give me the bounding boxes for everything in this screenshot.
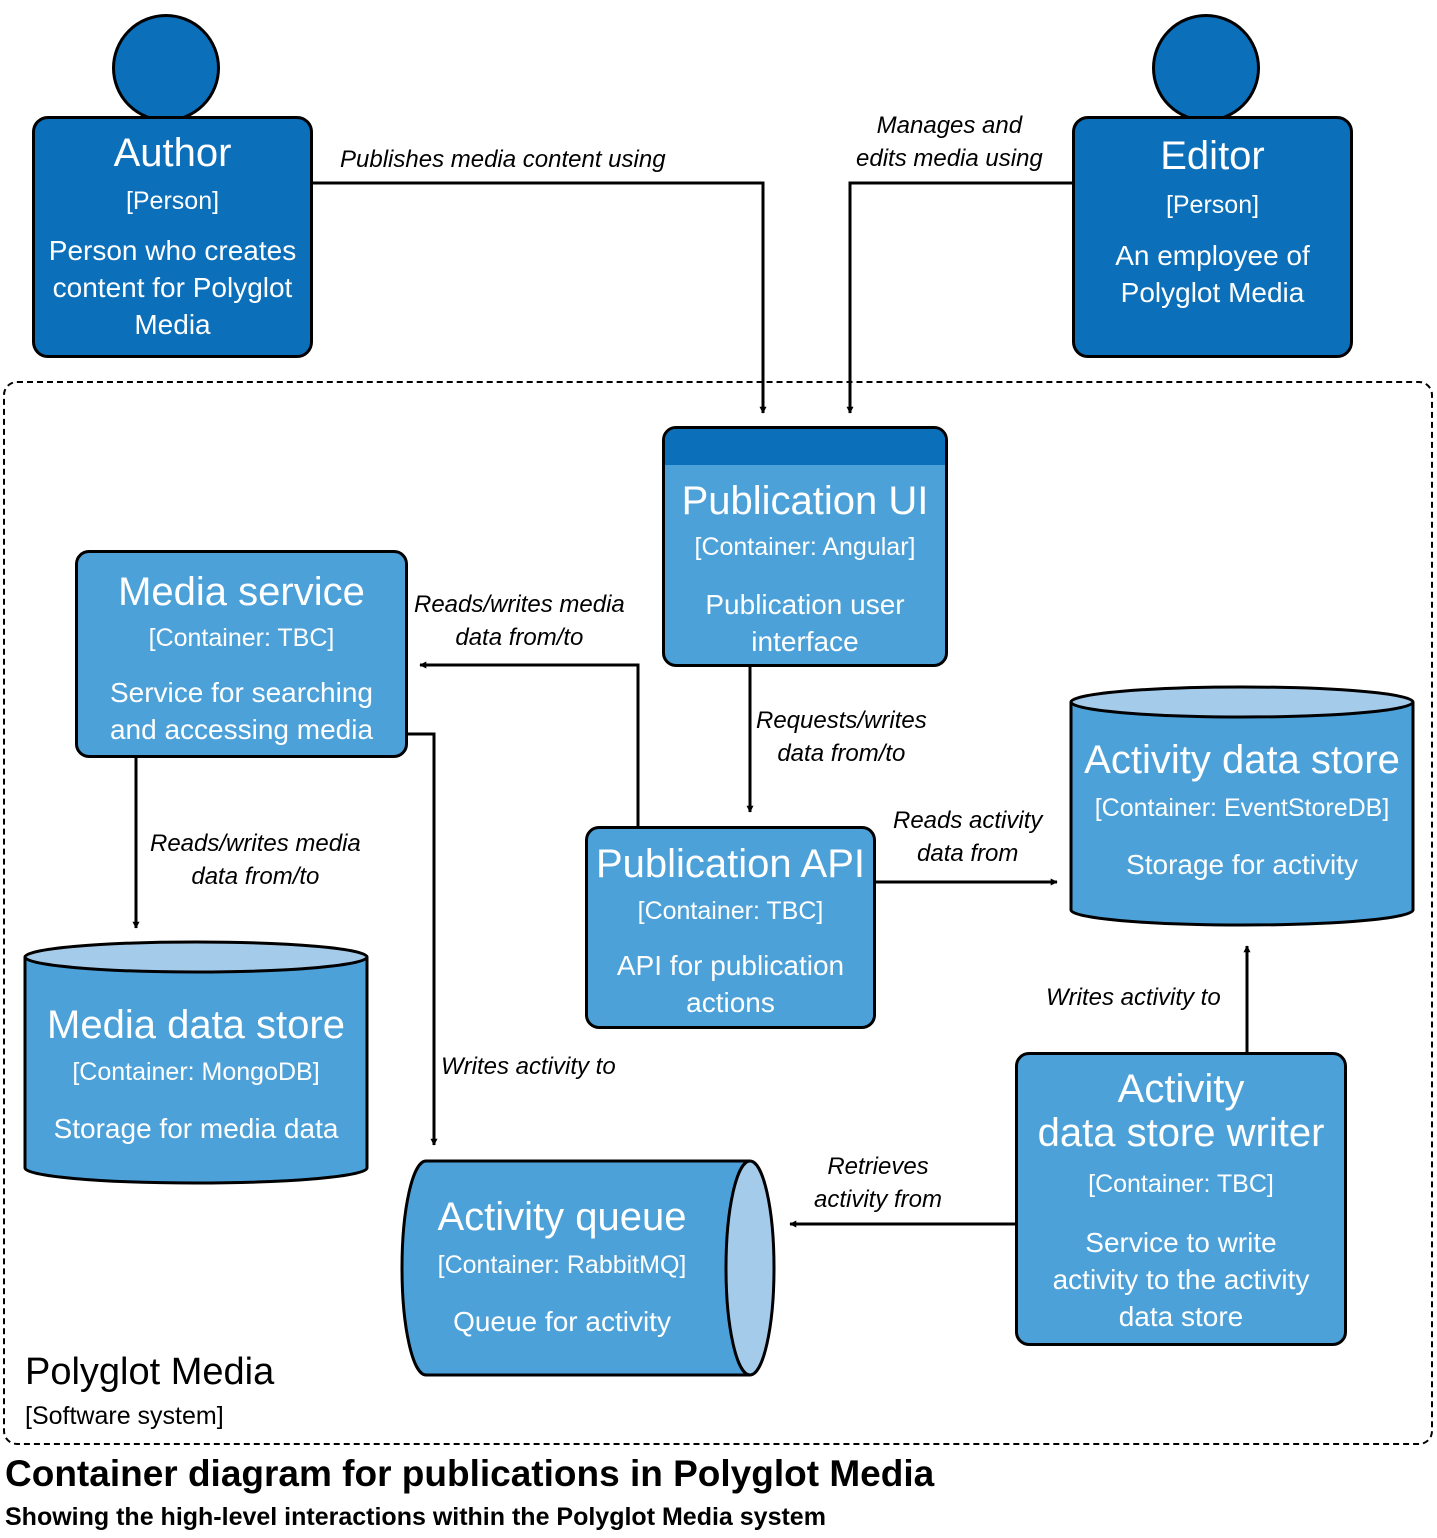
edge-label-line: data from <box>917 840 1019 867</box>
activity-writer-title: Activity data store writer <box>1018 1067 1344 1155</box>
author-node[interactable]: Author [Person] Person who creates conte… <box>32 116 313 358</box>
author-desc-line: Person who creates <box>48 235 297 266</box>
activity-queue-node[interactable]: Activity queue [Container: RabbitMQ] Que… <box>402 1175 722 1365</box>
editor-desc-line: An employee of <box>1115 240 1310 271</box>
publication-ui-node[interactable]: Publication UI [Container: Angular] Publ… <box>662 426 948 667</box>
publication-api-title: Publication API <box>595 842 866 886</box>
author-person-icon <box>112 14 220 122</box>
author-description: Person who creates content for Polyglot … <box>35 232 310 343</box>
publication-ui-desc-line: Publication user <box>705 589 905 620</box>
publication-ui-desc-line: interface <box>751 626 859 657</box>
media-data-store-node[interactable]: Media data store [Container: MongoDB] St… <box>25 980 367 1180</box>
publication-api-desc-line: actions <box>686 987 775 1018</box>
software-system-name: Polyglot Media <box>25 1351 275 1393</box>
activity-queue-type: [Container: RabbitMQ] <box>437 1251 687 1279</box>
publication-api-desc-line: API for publication <box>616 950 845 981</box>
editor-node[interactable]: Editor [Person] An employee of Polyglot … <box>1072 116 1353 358</box>
media-service-desc-line: Service for searching <box>109 677 373 708</box>
label-api-to-media-service: Reads/writes media data from/to <box>414 588 625 654</box>
diagram-title: Container diagram for publications in Po… <box>5 1453 935 1494</box>
activity-writer-desc-line: data store <box>1118 1301 1244 1332</box>
label-editor-to-ui: Manages and edits media using <box>856 109 1043 175</box>
activity-data-store-shape <box>1069 685 1415 927</box>
activity-data-store-node[interactable]: Activity data store [Container: EventSto… <box>1071 720 1413 920</box>
publication-api-type: [Container: TBC] <box>637 897 824 925</box>
activity-data-store-title: Activity data store <box>1084 738 1400 782</box>
diagram-subtitle: Showing the high-level interactions with… <box>5 1503 826 1531</box>
browser-bar <box>665 429 945 465</box>
activity-writer-title-line: data store writer <box>1037 1111 1325 1155</box>
publication-ui-type: [Container: Angular] <box>694 533 916 561</box>
label-ui-to-api: Requests/writes data from/to <box>756 704 927 770</box>
activity-writer-node[interactable]: Activity data store writer [Container: T… <box>1015 1052 1347 1346</box>
edge-author-to-ui <box>313 181 767 414</box>
activity-queue-title: Activity queue <box>437 1195 687 1239</box>
publication-api-node[interactable]: Publication API [Container: TBC] API for… <box>585 826 876 1029</box>
edge-label-line: Manages and <box>876 112 1023 139</box>
media-service-title: Media service <box>118 570 365 614</box>
label-writer-to-activity-store: Writes activity to <box>1046 981 1221 1014</box>
activity-queue-description: Queue for activity <box>453 1306 671 1337</box>
label-api-to-activity-store: Reads activity data from <box>893 804 1042 870</box>
edge-label-line: edits media using <box>856 145 1043 172</box>
activity-data-store-description: Storage for activity <box>1126 849 1358 880</box>
editor-type: [Person] <box>1165 191 1260 219</box>
edge-label-line: Requests/writes <box>756 707 927 734</box>
author-type: [Person] <box>125 187 220 215</box>
author-desc-line: content for Polyglot <box>52 272 293 303</box>
edge-label-line: Writes activity to <box>1046 984 1221 1011</box>
edge-label-line: Reads/writes media <box>150 830 361 857</box>
edge-label-line: Writes activity to <box>441 1053 616 1080</box>
author-title: Author <box>113 131 232 175</box>
activity-writer-title-line: Activity <box>1117 1067 1245 1111</box>
activity-writer-type: [Container: TBC] <box>1088 1170 1274 1198</box>
media-service-type: [Container: TBC] <box>148 624 335 652</box>
edge-editor-to-ui <box>846 181 1073 414</box>
edge-label-line: data from/to <box>455 624 584 651</box>
publication-ui-title: Publication UI <box>681 479 929 523</box>
activity-queue-shape <box>400 1159 776 1377</box>
edge-media-service-to-queue <box>408 732 438 1146</box>
edge-label-line: Reads activity <box>893 807 1043 834</box>
media-data-store-description: Storage for media data <box>53 1113 339 1144</box>
software-system-type: [Software system] <box>25 1402 224 1430</box>
edge-label-line: activity from <box>814 1186 943 1213</box>
media-service-node[interactable]: Media service [Container: TBC] Service f… <box>75 550 408 758</box>
publication-ui-description: Publication user interface <box>665 586 945 660</box>
editor-person-icon <box>1152 14 1260 122</box>
media-data-store-title: Media data store <box>47 1003 345 1047</box>
label-media-service-to-store: Reads/writes media data from/to <box>150 827 361 893</box>
publication-api-description: API for publication actions <box>588 947 873 1021</box>
media-data-store-type: [Container: MongoDB] <box>72 1058 320 1086</box>
editor-title: Editor <box>1160 134 1265 178</box>
edge-label-line: data from/to <box>191 863 320 890</box>
software-system-boundary <box>3 381 1433 1445</box>
edge-label-line: Retrieves <box>827 1153 929 1180</box>
label-author-to-ui: Publishes media content using <box>340 143 666 176</box>
media-service-desc-line: and accessing media <box>109 714 374 745</box>
edge-label-line: data from/to <box>777 740 906 767</box>
activity-writer-desc-line: Service to write <box>1085 1227 1277 1258</box>
edge-label-line: Reads/writes media <box>414 591 625 618</box>
edge-api-to-media-service <box>419 661 640 827</box>
activity-writer-desc-line: activity to the activity <box>1052 1264 1310 1295</box>
edge-label-line: Publishes media content using <box>340 146 666 173</box>
label-media-service-to-queue: Writes activity to <box>441 1050 616 1083</box>
editor-desc-line: Polyglot Media <box>1120 277 1305 308</box>
author-desc-line: Media <box>134 309 211 340</box>
media-service-description: Service for searching and accessing medi… <box>78 674 405 748</box>
editor-description: An employee of Polyglot Media <box>1075 237 1350 311</box>
activity-data-store-type: [Container: EventStoreDB] <box>1094 794 1390 822</box>
activity-writer-description: Service to write activity to the activit… <box>1018 1224 1344 1335</box>
media-data-store-shape <box>23 940 369 1185</box>
label-writer-to-queue: Retrieves activity from <box>814 1150 942 1216</box>
